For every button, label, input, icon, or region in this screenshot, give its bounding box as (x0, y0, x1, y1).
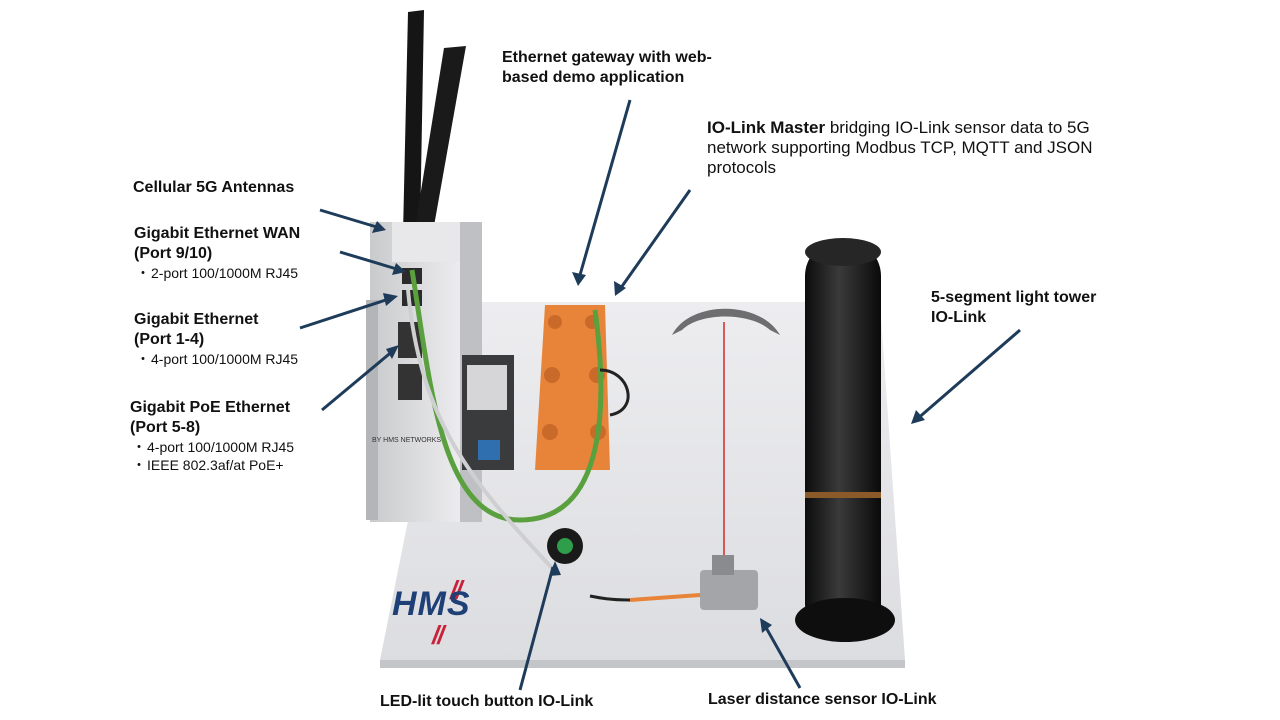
arrow-laser (762, 623, 802, 689)
arrowhead-laser (760, 618, 772, 633)
arrowhead-gig (383, 293, 398, 306)
label-wan: Gigabit Ethernet WAN (Port 9/10) 2-port … (134, 224, 300, 282)
label-touch-button: LED-lit touch button IO-Link (380, 693, 594, 710)
arrow-iolink (616, 189, 692, 293)
arrow-poe (321, 348, 395, 412)
light-tower-cap (805, 238, 881, 266)
antenna-right (415, 46, 466, 228)
black-cable-loop (599, 368, 630, 417)
poe-port-block (398, 364, 422, 400)
arrow-tower (915, 328, 1021, 422)
arrow-gig (299, 296, 393, 330)
label-light-tower: 5-segment light tower IO-Link (931, 289, 1097, 326)
iolink-port-5 (542, 424, 558, 440)
arrowhead-wan (392, 263, 406, 275)
green-ethernet-cable (409, 269, 604, 523)
arrow-gateway (576, 99, 632, 283)
label-gateway: Ethernet gateway with web- based demo ap… (502, 49, 712, 86)
arrowhead-gateway (572, 272, 586, 286)
arrow-heads (372, 221, 925, 633)
label-laser-sensor: Laser distance sensor IO-Link (708, 691, 937, 708)
arrow-button (518, 566, 555, 691)
hms-logo: HMS (392, 585, 471, 623)
touch-button-led (557, 538, 573, 554)
label-poe: Gigabit PoE Ethernet (Port 5-8) 4-port 1… (130, 398, 294, 474)
power-supply-label (467, 365, 507, 410)
gateway-brand-text: BY HMS NETWORKS (372, 437, 441, 444)
laser-reflector (672, 308, 780, 335)
laser-sensor-connector (712, 555, 734, 575)
arrow-antennas (319, 208, 381, 230)
power-terminal (478, 440, 500, 460)
light-tower-base (795, 598, 895, 642)
gateway-din-rail (366, 300, 378, 520)
label-iolink-master: IO-Link Master bridging IO-Link sensor d… (707, 118, 1093, 177)
hms-logo-marks-bottom: // (432, 620, 445, 650)
callout-arrows (299, 99, 1021, 691)
label-antennas: Cellular 5G Antennas (133, 179, 295, 196)
arrowhead-iolink (614, 281, 626, 296)
sensor-cable-end (589, 594, 631, 602)
grey-ethernet-cable (406, 289, 554, 570)
antenna-left (403, 10, 424, 234)
laser-sensor (700, 570, 758, 610)
light-tower (805, 240, 881, 640)
arrowhead-button (549, 561, 561, 576)
arrowhead-antennas (372, 221, 386, 233)
arrowhead-poe (386, 345, 399, 359)
sensor-cable (629, 593, 701, 602)
gateway-top-face (392, 222, 460, 262)
base-panel-edge (380, 660, 905, 668)
arrow-wan (339, 250, 401, 272)
light-tower-ring (805, 492, 881, 498)
iolink-port-1 (548, 315, 562, 329)
arrowhead-tower (911, 410, 925, 424)
iolink-port-3 (544, 367, 560, 383)
label-gigabit: Gigabit Ethernet (Port 1-4) 4-port 100/1… (134, 310, 298, 368)
hms-logo-marks-top: // (450, 575, 463, 605)
